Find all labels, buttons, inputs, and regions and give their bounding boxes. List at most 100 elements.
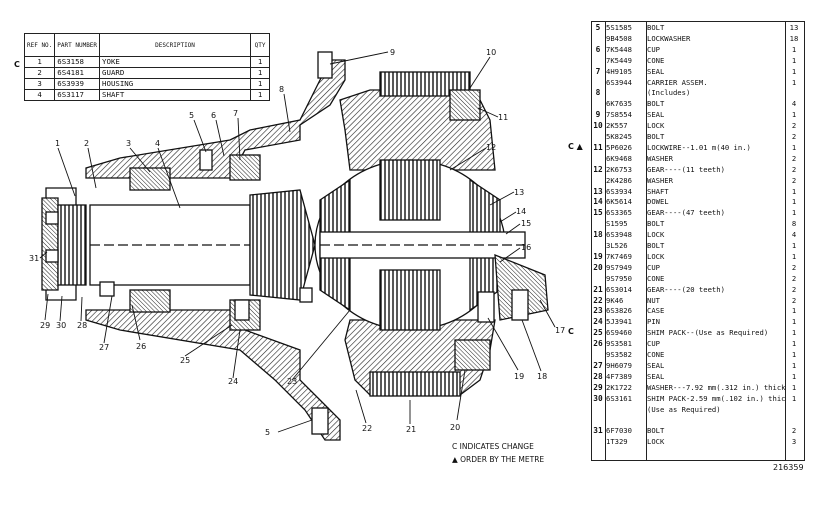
qty-cell: 4 [791,230,797,240]
qty-cell: 1 [250,89,271,101]
callout-19: 19 [514,372,524,381]
callout-27: 27 [99,343,109,352]
callout-15: 15 [521,219,531,228]
ref-cell: 7 [595,66,601,76]
part-number-cell: 6K7635 [606,99,632,109]
callout-30: 30 [56,321,66,330]
ref-cell: 4 [23,89,56,101]
qty-cell: 1 [791,382,797,392]
description-cell: BOLT [647,99,665,109]
description-cell: GEAR----(20 teeth) [647,284,725,294]
qty-cell: 1 [791,306,797,316]
part-number-cell: 9S3582 [606,350,632,359]
part-number-cell: 7K5449 [606,55,632,65]
qty-cell: 1 [791,208,797,218]
table-row: 4 6S3117 SHAFT 1 [23,89,271,101]
callout-4: 4 [155,139,160,148]
callout-11: 11 [498,113,508,122]
description-cell: LOCK [647,121,665,131]
qty-cell: 2 [791,426,797,436]
description-cell: NUT [647,295,660,305]
description-cell: DOWEL [647,197,669,207]
part-number-cell: 3L526 [606,241,628,250]
qty-cell: 1 [791,44,797,54]
qty-cell: 1 [791,371,797,381]
callout-5: 5 [189,111,194,120]
ref-cell: 6 [595,44,601,54]
callout-21: 21 [406,425,416,434]
callout-6: 6 [211,111,216,120]
description-cell: CONE [647,350,665,359]
qty-cell: 2 [791,175,797,185]
description-cell: LOCK [647,251,665,261]
description-cell: WASHER [647,153,673,163]
part-number-cell: 6K5614 [606,197,632,207]
qty-cell: 2 [791,273,797,283]
part-number-cell: 4H9105 [606,66,632,76]
ref-cell: 8 [595,88,601,98]
qty-cell: 1 [791,186,797,196]
callout-5-bottom: 5 [265,428,270,437]
description-cell: PIN [647,317,660,327]
part-number-cell: 7K5448 [606,44,632,54]
callout-2: 2 [84,139,89,148]
callout-23: 23 [287,377,297,386]
part-number-cell: 6S3014 [606,284,632,294]
part-number-cell: S1595 [606,219,628,229]
description-cell: BOLT [647,219,665,229]
qty-cell: 2 [791,121,797,131]
ref-cell: 28 [593,371,603,381]
part-number-cell: 9S7949 [606,262,632,272]
callout-12: 12 [486,143,496,152]
callout-20: 20 [450,423,460,432]
qty-cell: 2 [791,153,797,163]
description-cell: SHIM PACK--(Use as Required) [647,328,769,338]
part-number-cell: 6S3365 [606,208,632,218]
ref-cell: 22 [593,295,603,305]
description-cell: CONE [647,273,665,283]
callout-10: 10 [486,48,496,57]
callout-22: 22 [362,424,372,433]
part-number-cell: 1T329 [606,437,628,447]
ref-cell: 12 [593,164,603,174]
callout-1: 1 [55,139,60,148]
qty-cell: 2 [791,262,797,272]
qty-cell: 1 [791,197,797,207]
ref-cell: 10 [593,121,603,131]
ref-cell: 26 [593,339,603,349]
description-cell: (Includes) [647,88,691,98]
qty-cell: 1 [791,317,797,327]
callout-29: 29 [40,321,50,330]
callout-31: 31 [29,254,39,263]
ref-cell: 27 [593,360,603,370]
part-number-cell: 6S3826 [606,306,632,316]
qty-cell: 1 [791,241,797,250]
part-number-cell: 9K46 [606,295,624,305]
parts-list-row: 6K7635 BOLT 4 [592,99,804,109]
qty-cell: 3 [791,437,797,447]
part-number-cell: 9S3581 [606,339,632,349]
description-cell: CUP [647,262,660,272]
ref-cell: 30 [593,393,603,403]
qty-cell: 4 [791,99,797,109]
description-cell: LOCK [647,230,665,240]
part-number-cell: 6S3934 [606,186,632,196]
qty-cell: 1 [791,66,797,76]
change-marker: C [568,327,574,337]
